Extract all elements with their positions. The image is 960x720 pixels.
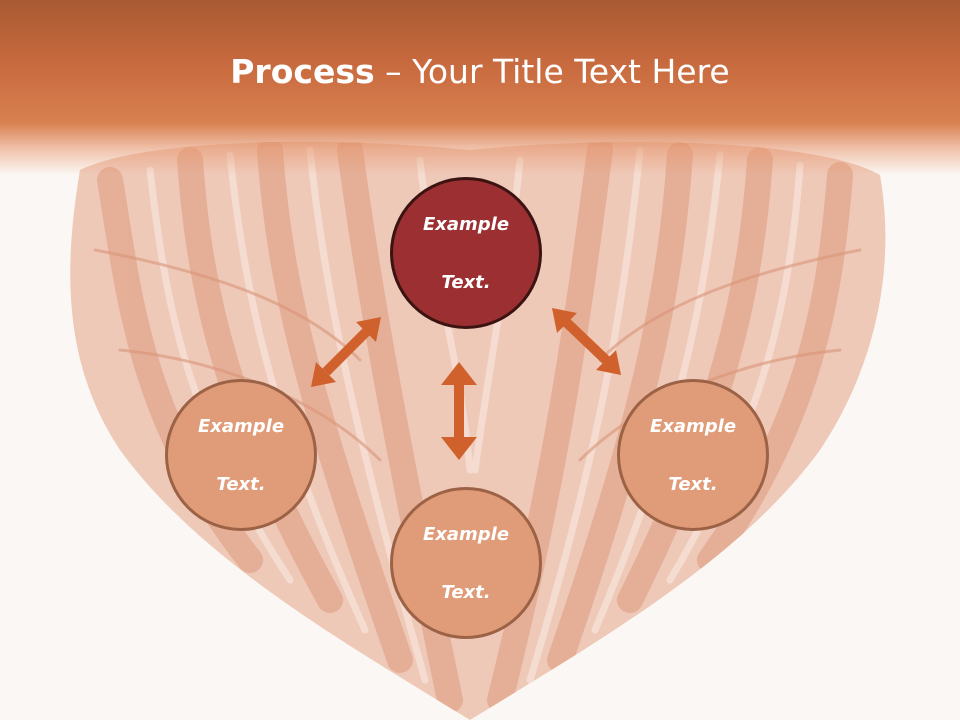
node-left-line1: Example <box>197 415 285 437</box>
node-bottom-line2: Text. <box>441 581 491 603</box>
node-right-line1: Example <box>649 415 737 437</box>
title-rest: – Your Title Text Here <box>374 52 730 91</box>
node-bottom-line1: Example <box>422 523 510 545</box>
node-top-line2: Text. <box>441 271 491 293</box>
node-right-line2: Text. <box>668 473 718 495</box>
node-left-line2: Text. <box>216 473 266 495</box>
slide-title: Process – Your Title Text Here <box>0 52 960 91</box>
title-bold: Process <box>230 52 375 91</box>
title-bar <box>0 0 960 175</box>
node-top-line1: Example <box>422 213 510 235</box>
